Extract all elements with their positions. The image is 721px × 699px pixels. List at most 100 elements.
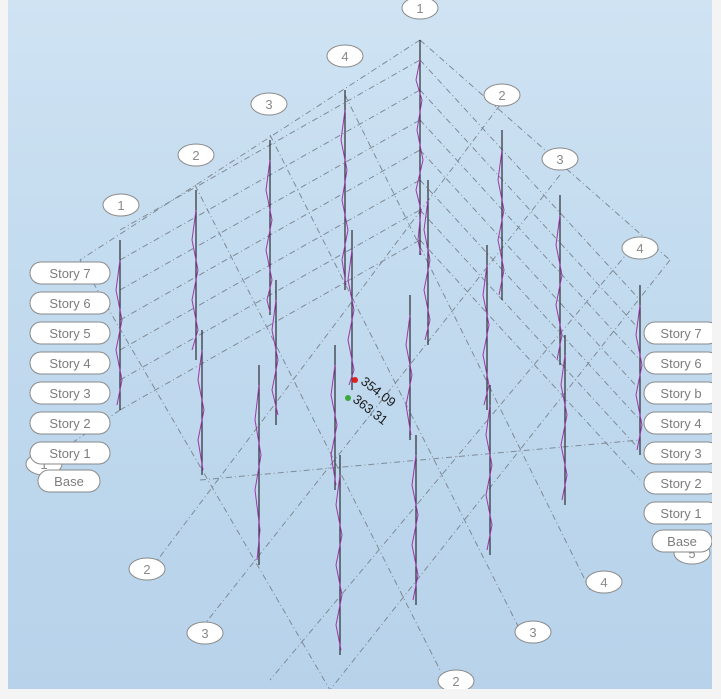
svg-text:4: 4	[341, 49, 348, 64]
result-annotations: 354.09 363.31	[345, 374, 399, 428]
svg-text:Story 6: Story 6	[660, 356, 701, 371]
column-element[interactable]	[265, 140, 273, 315]
svg-text:Story 1: Story 1	[660, 506, 701, 521]
column-element[interactable]	[335, 455, 343, 655]
svg-text:Base: Base	[54, 474, 84, 489]
svg-text:Story 7: Story 7	[49, 266, 90, 281]
svg-text:Story b: Story b	[660, 386, 701, 401]
story-label: Base	[651, 529, 713, 553]
grid-line	[419, 89, 641, 331]
window-border-bottom	[0, 689, 721, 699]
story-label: Story 5	[29, 321, 111, 345]
grid-line	[419, 59, 641, 301]
svg-text:Story 1: Story 1	[49, 446, 90, 461]
grid-line	[419, 179, 641, 421]
grid-line	[419, 239, 641, 481]
story-labels-left[interactable]: Story 7 Story 6 Story 5 Story 4 Story 3 …	[29, 261, 111, 493]
grid-bubble: 4	[621, 236, 659, 260]
grid-bubble: 1	[102, 193, 140, 217]
plan-grid	[39, 39, 671, 691]
column-element[interactable]	[197, 330, 205, 475]
svg-text:Story 2: Story 2	[660, 476, 701, 491]
max-point-marker	[352, 377, 358, 383]
grid-bubble: 2	[128, 557, 166, 581]
window-border-left	[0, 0, 8, 699]
grid-bubble: 1	[401, 0, 439, 20]
svg-text:4: 4	[636, 241, 643, 256]
grid-bubbles: 1 4 3 2 1 2 3 4 1 2 3 3 4 5 2	[25, 0, 711, 693]
svg-text:4: 4	[600, 575, 607, 590]
story-label: Story 1	[29, 441, 111, 465]
story-labels-right[interactable]: Story 7 Story 6 Story b Story 4 Story 3 …	[643, 321, 720, 553]
story-label: Story 2	[643, 471, 720, 495]
column-element[interactable]	[482, 245, 490, 410]
grid-line	[199, 439, 641, 481]
column-element[interactable]	[423, 180, 431, 345]
svg-text:Story 3: Story 3	[49, 386, 90, 401]
grid-line	[79, 259, 331, 691]
svg-text:2: 2	[143, 562, 150, 577]
svg-text:Story 5: Story 5	[49, 326, 90, 341]
grid-line	[329, 259, 671, 691]
svg-text:Base: Base	[667, 534, 697, 549]
svg-text:Story 6: Story 6	[49, 296, 90, 311]
column-element[interactable]	[411, 435, 419, 605]
story-label: Story 3	[29, 381, 111, 405]
svg-text:Story 7: Story 7	[660, 326, 701, 341]
svg-text:3: 3	[556, 152, 563, 167]
grid-bubble: 2	[483, 83, 521, 107]
story-label: Story 7	[643, 321, 720, 345]
min-point-marker	[345, 395, 351, 401]
grid-line	[269, 134, 521, 631]
frame-columns[interactable]	[115, 40, 643, 655]
svg-text:Story 2: Story 2	[49, 416, 90, 431]
story-label: Story 6	[643, 351, 720, 375]
story-label: Story 1	[643, 501, 720, 525]
svg-text:2: 2	[498, 88, 505, 103]
column-element[interactable]	[405, 295, 413, 440]
column-element[interactable]	[340, 90, 349, 290]
grid-line	[269, 249, 631, 681]
svg-text:Story 4: Story 4	[660, 416, 701, 431]
svg-text:Story 4: Story 4	[49, 356, 90, 371]
story-label: Story 6	[29, 291, 111, 315]
column-element[interactable]	[635, 285, 643, 455]
svg-text:Story 3: Story 3	[660, 446, 701, 461]
svg-text:3: 3	[529, 625, 536, 640]
grid-line	[119, 239, 421, 411]
grid-line	[419, 119, 641, 361]
column-element[interactable]	[115, 240, 123, 410]
grid-bubble: 3	[541, 147, 579, 171]
svg-text:1: 1	[416, 1, 423, 16]
column-element[interactable]	[415, 40, 424, 256]
column-element[interactable]	[347, 230, 355, 390]
column-element[interactable]	[271, 280, 279, 425]
story-label: Story 4	[643, 411, 720, 435]
grid-bubble: 4	[326, 44, 364, 68]
column-element[interactable]	[497, 130, 505, 300]
svg-text:3: 3	[265, 97, 272, 112]
column-element[interactable]	[560, 335, 568, 505]
grid-line	[149, 104, 501, 571]
svg-text:3: 3	[201, 626, 208, 641]
column-element[interactable]	[254, 365, 262, 565]
grid-line	[419, 149, 641, 391]
svg-text:1: 1	[117, 198, 124, 213]
column-element[interactable]	[191, 190, 199, 360]
grid-line	[419, 209, 641, 451]
story-label: Story 4	[29, 351, 111, 375]
column-element[interactable]	[330, 345, 338, 490]
grid-line	[79, 39, 421, 261]
story-label: Story 3	[643, 441, 720, 465]
svg-text:2: 2	[452, 674, 459, 689]
story-label: Base	[37, 469, 101, 493]
window-border-right	[712, 0, 721, 699]
story-label: Story 2	[29, 411, 111, 435]
column-element[interactable]	[485, 385, 493, 555]
grid-line	[419, 39, 671, 261]
grid-bubble: 3	[250, 92, 288, 116]
grid-bubble: 2	[177, 143, 215, 167]
column-element[interactable]	[555, 195, 563, 365]
